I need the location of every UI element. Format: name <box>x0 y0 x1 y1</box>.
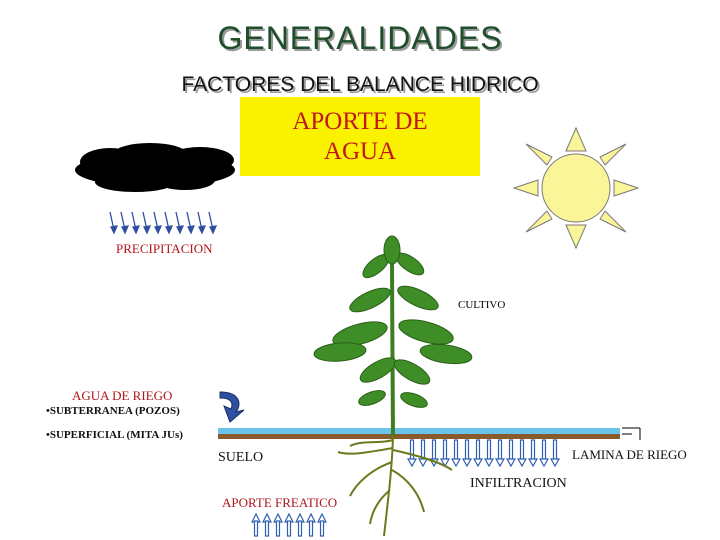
water-layer <box>218 428 620 434</box>
rain-arrow-head <box>165 225 174 235</box>
rain-arrow-head <box>198 225 207 235</box>
infiltration-arrow-head <box>483 458 495 468</box>
freatico-arrow <box>253 520 259 537</box>
infiltration-arrow-head <box>417 458 429 468</box>
infiltration-arrow <box>464 439 470 461</box>
freatico-arrow <box>297 520 303 537</box>
infiltration-arrow <box>475 439 481 461</box>
freatico-arrow <box>286 520 292 537</box>
rain-arrow-head <box>154 225 163 235</box>
aporte-box <box>240 97 480 176</box>
curved-arrow-icon <box>219 391 245 423</box>
freatico-arrow <box>308 520 314 537</box>
rain-arrow-head <box>110 225 119 235</box>
rain-arrow-head <box>187 225 196 235</box>
infiltration-arrow <box>442 439 448 461</box>
label-infiltracion: INFILTRACION <box>470 476 567 491</box>
infiltration-arrow-head <box>450 458 462 468</box>
rain-arrows <box>109 211 218 235</box>
infiltration-arrow <box>530 439 536 461</box>
page-title: GENERALIDADES <box>217 20 503 56</box>
cloud-icon <box>75 143 235 192</box>
infiltration-arrow-head <box>472 458 484 468</box>
infiltration-arrow <box>541 439 547 461</box>
infiltration-arrow-head <box>505 458 517 468</box>
plant-icon <box>313 235 473 437</box>
label-agua-de-riego: AGUA DE RIEGO <box>72 388 173 403</box>
label-suelo: SUELO <box>218 450 264 465</box>
infiltration-arrow-head <box>516 458 528 468</box>
aporte-line-2: AGUA <box>323 138 397 165</box>
infiltration-arrow-head <box>461 458 473 468</box>
infiltration-arrow <box>431 439 437 461</box>
label-superficial: •SUPERFICIAL (MITA JUs) <box>46 429 183 441</box>
infiltration-arrows <box>406 439 561 468</box>
label-cultivo: CULTIVO <box>458 299 506 311</box>
freatico-arrow <box>275 520 281 537</box>
sun-icon <box>512 126 640 250</box>
infiltration-arrow-head <box>494 458 506 468</box>
page-subtitle: FACTORES DEL BALANCE HIDRICO <box>181 73 539 96</box>
infiltration-arrow <box>552 439 558 461</box>
infiltration-arrow-head <box>527 458 539 468</box>
label-lamina: LAMINA DE RIEGO <box>572 447 687 462</box>
aporte-label: APORTE DE AGUA <box>240 107 480 167</box>
soil-layer <box>218 434 620 439</box>
infiltration-arrow <box>486 439 492 461</box>
rain-arrow-head <box>132 225 141 235</box>
rain-arrow-head <box>176 225 185 235</box>
freatico-arrow <box>264 520 270 537</box>
infiltration-arrow <box>497 439 503 461</box>
infiltration-arrow-head <box>538 458 550 468</box>
label-precipitacion: PRECIPITACION <box>116 241 213 256</box>
infiltration-arrow-head <box>406 458 418 468</box>
label-subterranea: •SUBTERRANEA (POZOS) <box>46 405 180 417</box>
rain-arrow-head <box>143 225 152 235</box>
infiltration-arrow-head <box>439 458 451 468</box>
infiltration-arrow <box>519 439 525 461</box>
lamina-bracket <box>622 427 641 440</box>
infiltration-arrow-head <box>549 458 561 468</box>
rain-arrow-head <box>209 225 218 235</box>
roots <box>337 435 453 537</box>
infiltration-arrow <box>409 439 415 461</box>
infiltration-arrow <box>453 439 459 461</box>
freatico-arrow <box>319 520 325 537</box>
label-aporte-freatico: APORTE FREATICO <box>222 495 338 510</box>
infiltration-arrow <box>508 439 514 461</box>
aporte-line-1: APORTE DE <box>292 108 428 135</box>
rain-arrow-head <box>121 225 130 235</box>
freatico-arrows <box>251 512 327 537</box>
